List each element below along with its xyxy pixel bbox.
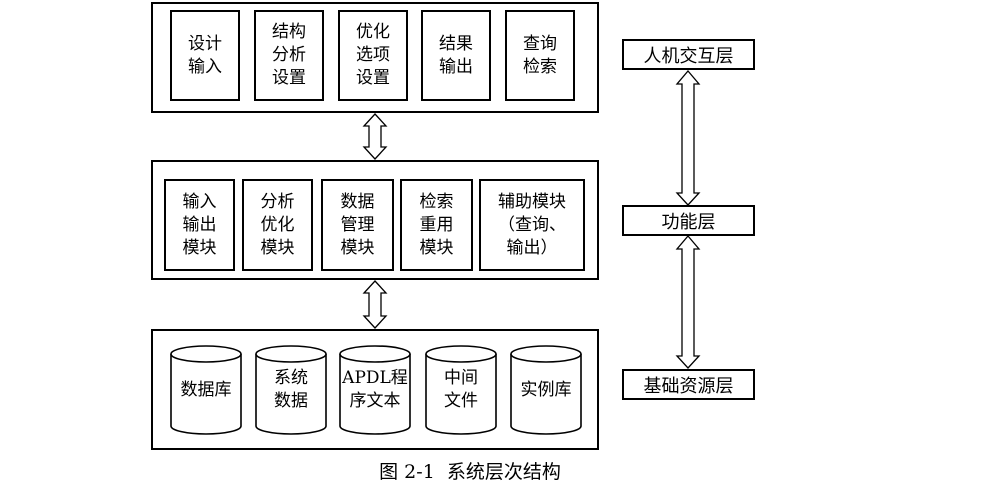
arrow-interaction-function [362, 113, 388, 160]
function-box-data-management-module: 数据 管理 模块 [321, 179, 394, 271]
interaction-box-query-retrieval: 查询 检索 [505, 10, 575, 101]
function-box-retrieval-reuse-module: 检索 重用 模块 [400, 179, 473, 271]
cylinder-label-intermediate-files: 中间 文件 [444, 368, 478, 411]
function-box-auxiliary-module: 辅助模块 （查询、 输出） [479, 179, 585, 271]
figure-caption: 图 2-1 系统层次结构 [379, 461, 561, 483]
layer-label-function: 功能层 [622, 205, 755, 236]
cylinder-label-system-data: 系统 数据 [274, 368, 308, 411]
cylinder-database [170, 345, 242, 435]
layer-label-resource: 基础资源层 [622, 369, 755, 400]
interaction-box-optimization-options: 优化 选项 设置 [338, 10, 408, 101]
cylinder-apdl-text [339, 345, 411, 435]
cylinder-label-apdl-text: APDL程 序文本 [342, 368, 408, 411]
function-box-analysis-optimization-module: 分析 优化 模块 [242, 179, 313, 271]
cylinder-intermediate-files [425, 345, 497, 435]
cylinder-instance-library [510, 345, 582, 435]
arrow-label-interaction-function [675, 69, 701, 206]
interaction-box-design-input: 设计 输入 [170, 10, 240, 101]
arrow-label-function-resource [675, 234, 701, 369]
interaction-box-structure-analysis-settings: 结构 分析 设置 [254, 10, 324, 101]
cylinder-label-instance-library: 实例库 [520, 379, 572, 400]
layer-label-interaction: 人机交互层 [622, 39, 755, 70]
interaction-box-result-output: 结果 输出 [421, 10, 491, 101]
function-box-io-module: 输入 输出 模块 [164, 179, 235, 271]
cylinder-label-database: 数据库 [180, 379, 232, 400]
cylinder-system-data [255, 345, 327, 435]
arrow-function-resource [362, 280, 388, 329]
